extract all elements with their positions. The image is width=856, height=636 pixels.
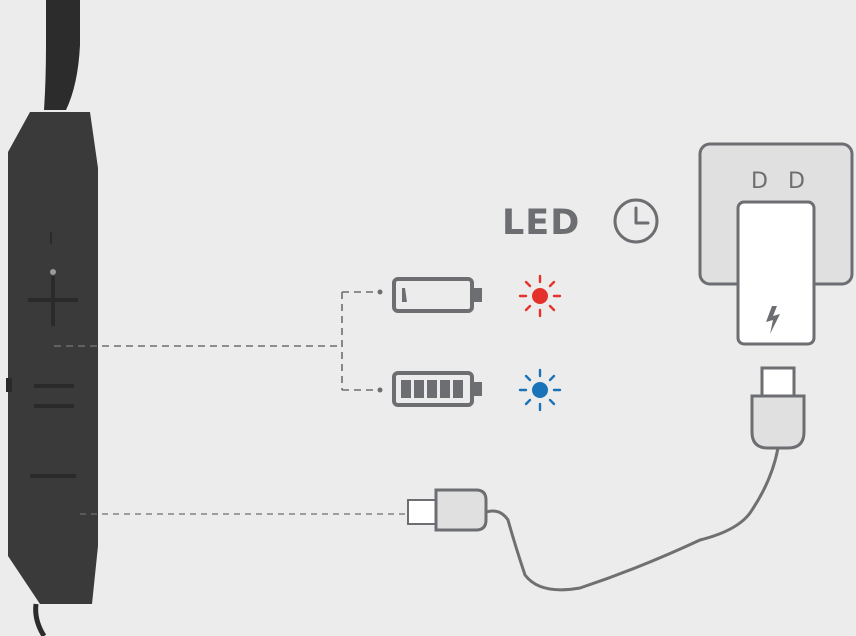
usb-c-plug <box>407 488 488 532</box>
button-groove-2 <box>34 404 74 408</box>
neckband-earphone <box>6 0 98 636</box>
bottom-cable <box>33 603 47 636</box>
usb-a-plug <box>750 366 806 450</box>
battery-low-icon <box>392 277 482 313</box>
led-indicator-dot <box>50 269 56 275</box>
led-connector-lines <box>54 291 376 391</box>
outlet-slot-left: D <box>751 169 768 194</box>
battery-bar <box>427 380 437 398</box>
connector-dot-low <box>377 289 383 295</box>
volume-plus-vertical <box>51 276 55 326</box>
battery-bar <box>401 380 411 398</box>
battery-bar <box>440 380 450 398</box>
control-body <box>8 112 98 604</box>
led-light-blue-icon <box>518 368 562 412</box>
connector-dot-full <box>377 387 383 393</box>
clock-icon <box>613 198 659 244</box>
battery-bar <box>453 380 463 398</box>
neck-cable <box>44 0 80 110</box>
lightning-bolt-icon <box>766 306 780 334</box>
charger-adapter <box>736 200 816 346</box>
volume-minus-groove <box>30 474 76 478</box>
battery-low-level <box>402 288 407 302</box>
battery-full-icon <box>392 371 482 407</box>
button-groove-1 <box>34 384 74 388</box>
led-light-red-icon <box>518 274 562 318</box>
outlet-slot-right: D <box>788 169 805 194</box>
battery-bar <box>414 380 424 398</box>
battery-full-level <box>401 380 463 398</box>
side-port <box>6 378 12 392</box>
indicator-mark <box>50 232 52 244</box>
led-label: LED <box>502 203 580 243</box>
usb-cable <box>485 447 780 592</box>
